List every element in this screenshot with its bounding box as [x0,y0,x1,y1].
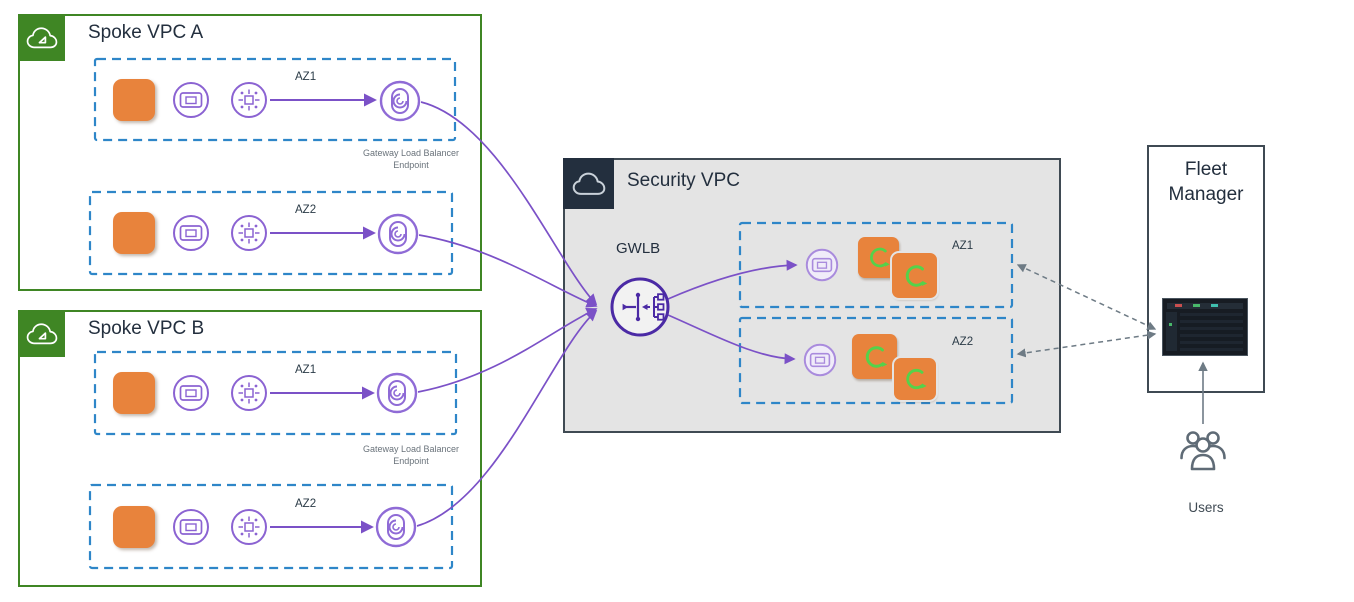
gwlb-endpoint-icon [375,506,417,548]
instance-icon [173,82,209,118]
vpc-cloud-icon [18,310,65,357]
application-icon [113,372,155,414]
az-label: AZ1 [295,71,317,83]
status-chip-teal [1211,304,1218,307]
console-header [1167,303,1243,309]
network-interface-icon [231,509,267,545]
users-icon [1180,431,1226,471]
cloud-icon [26,26,57,48]
cloud-icon [572,172,605,195]
spoke-vpc-b-title: Spoke VPC B [88,318,205,339]
fleet-manager-title: Fleet Manager [1168,159,1244,205]
instance-icon [803,343,837,377]
az-label: AZ1 [295,364,317,376]
instance-icon [173,215,209,251]
vpc-cloud-icon [18,14,65,61]
application-icon [113,79,155,121]
status-chip-red [1175,304,1182,307]
spoke-vpc-a-title: Spoke VPC A [88,22,204,43]
aws-cloud-icon [563,158,614,209]
az-label: AZ2 [295,498,317,510]
az-label: AZ2 [952,336,974,348]
gwlb-icon [610,277,670,337]
gwlb-endpoint-icon [376,372,418,414]
network-interface-icon [231,215,267,251]
gwlb-endpoint-label: Gateway Load Balancer Endpoint [362,444,460,466]
security-vpc-title: Security VPC [627,170,740,191]
autoscaling-arrow-icon [865,345,887,368]
autoscaling-arrow-icon [906,368,927,390]
appliance-icon [894,358,936,400]
appliance-icon [892,253,937,298]
console-indicator [1169,323,1172,326]
instance-icon [805,248,839,282]
status-chip-green [1193,304,1200,307]
gwlb-endpoint-icon [377,213,419,255]
cloud-icon [26,322,57,344]
console-table [1180,313,1243,351]
appliance-icon [852,334,897,379]
instance-icon [173,375,209,411]
autoscaling-arrow-icon [870,247,890,268]
autoscaling-arrow-icon [905,264,927,287]
az-label: AZ1 [952,240,974,252]
console-screenshot [1162,298,1248,356]
gwlb-endpoint-label: Gateway Load Balancer Endpoint [362,148,460,170]
application-icon [113,506,155,548]
instance-icon [173,509,209,545]
network-interface-icon [231,82,267,118]
application-icon [113,212,155,254]
users-label: Users [1188,500,1224,515]
console-sidebar [1166,312,1177,351]
network-interface-icon [231,375,267,411]
az-label: AZ2 [295,204,317,216]
gwlb-label: GWLB [616,240,661,257]
gwlb-endpoint-icon [379,80,421,122]
